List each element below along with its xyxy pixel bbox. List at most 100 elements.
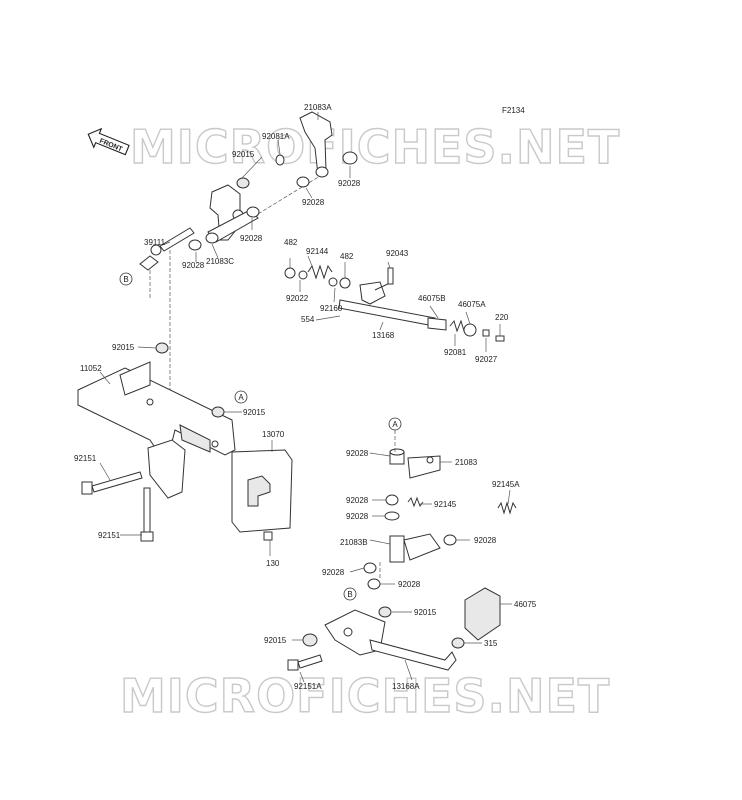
collar-92028-b (296, 176, 310, 188)
nut-92015-top (236, 177, 250, 189)
part-label: 92015 (414, 608, 437, 617)
part-label: 92015 (264, 636, 287, 645)
part-label: 92028 (302, 198, 325, 207)
washer-482-b (339, 277, 351, 289)
ref-b-mid: B (343, 587, 357, 601)
pin-46075b (427, 317, 447, 331)
shaft-21083c (205, 209, 259, 244)
part-label: 13168 (372, 331, 395, 340)
pin-92027 (482, 329, 490, 337)
part-label: 21083 (455, 458, 478, 467)
rod-39111 (139, 227, 195, 271)
part-label: 220 (495, 313, 509, 322)
nut-92015-arm (302, 633, 318, 647)
part-label: 13070 (262, 430, 285, 439)
collar-92028-f (385, 494, 399, 506)
collar-92028-j (367, 578, 381, 590)
nut-92015-right (211, 406, 225, 418)
plate-13070 (231, 449, 293, 533)
ref-b-top: B (119, 272, 133, 286)
part-label: 92151A (294, 682, 322, 691)
part-label: 21083A (304, 103, 332, 112)
watermark-bottom: MICROFICHES.NET (120, 669, 610, 723)
bolt-130 (263, 531, 273, 541)
washer-482-a (284, 267, 296, 279)
part-label: 92028 (346, 496, 369, 505)
part-label: 46075A (458, 300, 486, 309)
part-label: 482 (340, 252, 354, 261)
part-label: 315 (484, 639, 498, 648)
bracket-21083b (389, 533, 441, 563)
part-label: 39111 (144, 238, 166, 247)
part-label: 92015 (243, 408, 266, 417)
svg-text:A: A (392, 420, 398, 429)
spring-92144 (307, 264, 333, 280)
collar-92028-e (389, 448, 405, 465)
part-label: 92160 (320, 304, 343, 313)
part-label: 92028 (322, 568, 345, 577)
clip-92022 (298, 270, 308, 280)
part-label: 92043 (386, 249, 409, 258)
part-label: 92022 (286, 294, 309, 303)
bracket-11052 (77, 361, 236, 499)
collar-92028-h (443, 534, 457, 546)
part-label: 92151 (98, 531, 121, 540)
spring-92145a (497, 501, 517, 515)
part-labels: 21083A 92081A 92015 92028 92028 39111 92… (74, 103, 537, 691)
svg-text:B: B (347, 590, 352, 599)
part-label: 92145A (492, 480, 520, 489)
part-label: 92028 (182, 261, 205, 270)
part-label: 92144 (306, 247, 329, 256)
part-label: 92028 (398, 580, 421, 589)
collar-92028-c (246, 206, 260, 218)
part-label: 46075B (418, 294, 446, 303)
part-label: 13168A (392, 682, 420, 691)
screw-220 (495, 335, 505, 342)
bolt-92151-vertical (140, 487, 154, 542)
part-label: 92028 (474, 536, 497, 545)
bolt-92151a (287, 654, 323, 671)
watermark-top: MICROFICHES.NET (130, 120, 620, 174)
ref-a-top: A (234, 390, 248, 404)
nut-315 (451, 637, 465, 649)
svg-text:B: B (123, 275, 128, 284)
part-label: 11052 (80, 364, 102, 373)
part-label: 92145 (434, 500, 457, 509)
collar-92028-d (188, 239, 202, 251)
part-label: 46075 (514, 600, 537, 609)
svg-text:A: A (238, 393, 244, 402)
part-label: 554 (301, 315, 315, 324)
figure-code: F2134 (502, 106, 525, 115)
front-arrow-icon: FRONT (87, 127, 130, 156)
spring-92145 (407, 496, 424, 508)
lever-bracket-21083a (299, 111, 333, 178)
pin-92081a (275, 154, 285, 166)
collar-92028-a (342, 151, 358, 165)
part-label: 92027 (475, 355, 498, 364)
nut-92015-left (155, 342, 169, 354)
cap-46075a (463, 323, 477, 337)
part-label: 92028 (338, 179, 361, 188)
collar-92028-i (363, 562, 377, 574)
pedal-arm-13168a (324, 609, 457, 671)
part-label: 482 (284, 238, 298, 247)
part-label: 92015 (232, 150, 255, 159)
nut-92015-pedal (378, 606, 392, 618)
shaft-13168 (338, 267, 436, 327)
part-label: 92028 (240, 234, 263, 243)
part-label: 92028 (346, 449, 369, 458)
part-label: 21083B (340, 538, 368, 547)
bolt-92151-horizontal (81, 471, 143, 495)
ref-a-mid: A (388, 417, 402, 431)
part-label: 92015 (112, 343, 135, 352)
washer-92160 (328, 277, 338, 287)
part-label: 130 (266, 559, 280, 568)
washer-92028-g (384, 511, 400, 521)
part-label: 92151 (74, 454, 97, 463)
part-label: 92028 (346, 512, 369, 521)
pedal-pad-46075 (464, 587, 501, 641)
part-label: 92081A (262, 132, 290, 141)
part-label: 21083C (206, 257, 234, 266)
